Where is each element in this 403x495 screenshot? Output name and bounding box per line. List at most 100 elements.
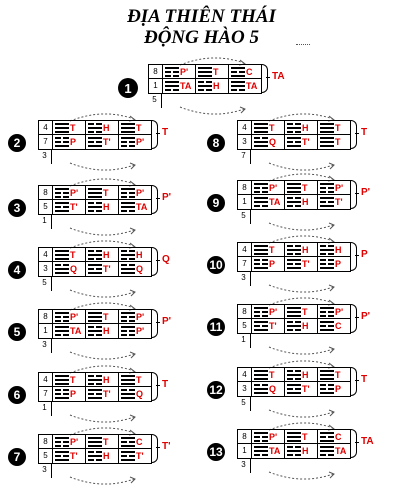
trigram-icon: [55, 326, 69, 336]
trigram-cell: T': [119, 449, 151, 463]
trigram-icon: [88, 375, 102, 385]
right-brace: [152, 120, 160, 149]
trigram-cell: H: [86, 248, 119, 262]
trigram-cell: TA: [163, 79, 196, 93]
trigram-label: P: [335, 384, 342, 394]
trigram-icon: [287, 307, 301, 317]
trigram-icon: [121, 264, 135, 274]
trigram-icon: [88, 264, 102, 274]
trigram-label: P': [269, 183, 278, 193]
right-brace: [152, 372, 160, 401]
row-number: 4: [238, 368, 252, 382]
trigram-label: TA: [136, 202, 148, 212]
row-number: 1: [237, 333, 251, 348]
row-number: 7: [238, 257, 252, 271]
row-number: 8: [39, 310, 53, 324]
trigram-icon: [165, 67, 179, 77]
trigram-label: H: [103, 202, 110, 212]
trigram-cell: P': [53, 435, 86, 449]
transition-arrow-bottom: [69, 289, 136, 298]
result-label: TA: [361, 436, 374, 447]
trigram-cell: P': [252, 181, 285, 195]
trigram-cell: TA: [119, 200, 151, 214]
row-number: 5: [148, 93, 162, 108]
trigram-cell: P: [53, 387, 86, 401]
trigram-icon: [121, 202, 135, 212]
trigram-cell: Q: [252, 135, 285, 149]
trigram-label: H: [103, 250, 110, 260]
trigram-icon: [287, 137, 301, 147]
trigram-label: TA: [180, 81, 192, 91]
trigram-icon: [254, 137, 268, 147]
grid-row: 5: [148, 93, 260, 108]
trigram-icon: [165, 81, 179, 91]
trigram-icon: [320, 245, 334, 255]
row-number: 5: [39, 449, 53, 463]
row-number: 7: [237, 149, 251, 164]
trigram-icon: [254, 123, 268, 133]
right-brace: [351, 429, 359, 458]
trigram-label: H: [103, 326, 110, 336]
trigram-cell: H: [285, 319, 318, 333]
trigram-label: H: [302, 446, 309, 456]
trigram-icon: [320, 370, 334, 380]
block-number-badge: 7: [8, 448, 26, 466]
trigram-icon: [320, 307, 334, 317]
trigram-cell: T: [252, 121, 285, 135]
trigram-label: TA: [70, 326, 82, 336]
trigram-label: T: [269, 245, 275, 255]
row-number: 4: [39, 373, 53, 387]
trigram-cell: T: [318, 135, 350, 149]
block-number-badge: 4: [8, 261, 26, 279]
trigram-icon: [254, 197, 268, 207]
right-brace: [152, 434, 160, 463]
trigram-icon: [121, 437, 135, 447]
row-number: 7: [39, 387, 53, 401]
title-dotted-mark: [296, 44, 310, 45]
trigram-label: H: [302, 321, 309, 331]
trigram-label: C: [136, 437, 143, 447]
trigram-icon: [55, 202, 69, 212]
trigram-label: P': [335, 307, 344, 317]
trigram-cell: P': [119, 324, 151, 338]
right-brace: [351, 367, 359, 396]
trigram-icon: [287, 446, 301, 456]
trigram-cell: H: [285, 243, 318, 257]
transition-arrow-bottom: [179, 106, 246, 115]
trigram-label: H: [302, 245, 309, 255]
trigram-cell: TA: [252, 444, 285, 458]
block-number-badge: 11: [207, 318, 225, 336]
trigram-label: Q: [269, 384, 277, 394]
row-number: 8: [39, 186, 53, 200]
trigram-cell: P: [53, 135, 86, 149]
result-label: P: [361, 249, 368, 260]
block-number-badge: 12: [207, 381, 225, 399]
trigram-label: H: [103, 375, 110, 385]
trigram-icon: [55, 250, 69, 260]
result-label: P': [162, 316, 172, 327]
trigram-cell: T: [119, 373, 151, 387]
trigram-icon: [254, 321, 268, 331]
trigram-label: P': [136, 326, 145, 336]
trigram-icon: [121, 451, 135, 461]
trigram-label: T': [70, 451, 78, 461]
trigram-cell: T: [53, 248, 86, 262]
trigram-icon: [88, 437, 102, 447]
trigram-label: T: [335, 137, 341, 147]
trigram-label: T: [103, 188, 109, 198]
trigram-label: T: [335, 370, 341, 380]
row-number: 5: [237, 209, 251, 224]
trigram-icon: [121, 250, 135, 260]
row-number: 1: [38, 401, 52, 416]
trigram-icon: [55, 137, 69, 147]
